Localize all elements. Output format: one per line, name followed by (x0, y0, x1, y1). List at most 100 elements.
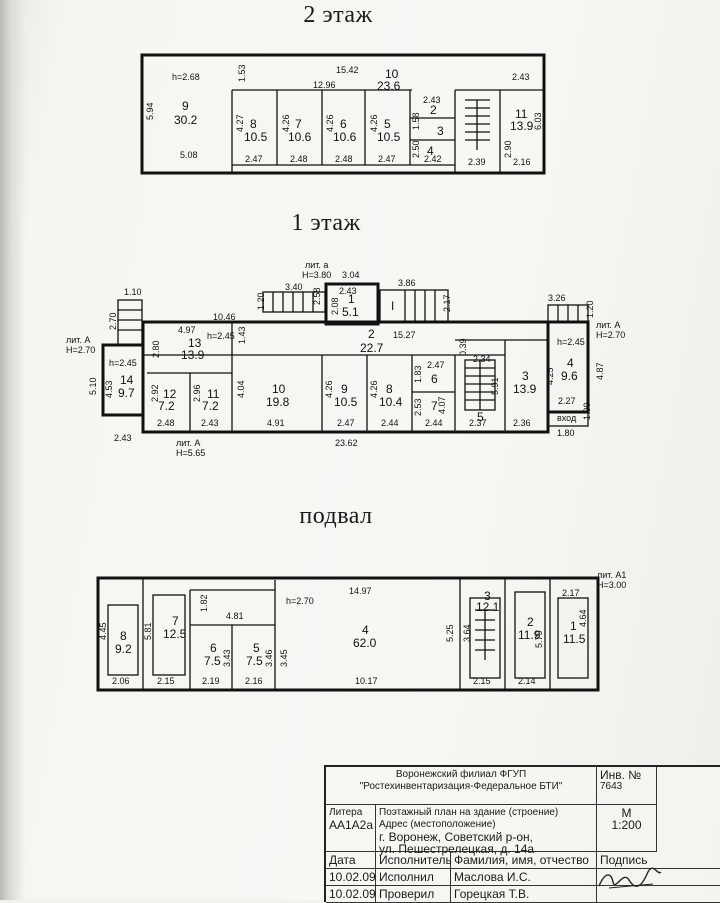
room-number: 9 (182, 99, 189, 113)
room-area: 23.6 (377, 79, 401, 93)
ceiling-height: h=2.68 (172, 72, 200, 82)
inventory-cell: Инв. № 7643 (597, 767, 657, 805)
room-area: 9.7 (118, 386, 135, 400)
height-label: H=3.80 (302, 270, 331, 280)
height-label: H=2.70 (66, 345, 95, 355)
dimension: 2.47 (378, 154, 396, 164)
dimension: 1.82 (199, 594, 209, 612)
ceiling-height: h=2.45 (109, 358, 137, 368)
dimension: 3.43 (222, 649, 232, 667)
dimension: 3.40 (285, 282, 303, 292)
dimension: 0.39 (458, 338, 468, 356)
room-number: 6 (431, 372, 438, 386)
dimension: 2.08 (330, 297, 340, 315)
room-area: 13.9 (181, 348, 205, 362)
room-number: 3 (522, 369, 529, 383)
inventory-number: 7643 (600, 781, 623, 792)
dimension: 4.45 (98, 622, 108, 640)
room-number: 4 (362, 623, 369, 637)
dimension: 2.96 (192, 384, 202, 402)
plan-title: Поэтажный план на здание (строение) (379, 807, 559, 818)
dimension: 2.36 (513, 418, 531, 428)
room-area: 62.0 (353, 636, 377, 650)
room-number: 6 (340, 117, 347, 131)
dimension: 2.15 (157, 676, 175, 686)
dimension: 2.53 (413, 398, 423, 416)
dimension: 4.25 (545, 367, 555, 385)
room-area: 12.1 (476, 600, 500, 614)
page-edge-shadow (0, 0, 26, 900)
dimension: 15.42 (336, 65, 359, 75)
dimension: 2.34 (473, 354, 491, 364)
row-date: 10.02.09 (326, 886, 376, 903)
room-number: 5 (477, 410, 484, 424)
dimension: 4.26 (281, 114, 291, 132)
dimension: 4.26 (324, 380, 334, 398)
litera-label: лит. А (176, 438, 200, 448)
dimension: 4.07 (437, 396, 447, 414)
dimension: 2.92 (150, 384, 160, 402)
room-area: 9.2 (115, 642, 132, 656)
room-area: 12.5 (163, 627, 187, 641)
room-number: 13 (188, 336, 202, 350)
room-number: 3 (484, 589, 491, 603)
room-area: 10.4 (379, 395, 403, 409)
room-number: 11 (207, 387, 220, 401)
room-number: 8 (386, 382, 393, 396)
second-floor-plan: 9 30.2 8 10.5 7 10.6 6 10.6 5 10.5 10 23… (140, 53, 546, 175)
room-number: 11 (515, 107, 528, 121)
room-area: 7.5 (246, 654, 263, 668)
dimension: 1.10 (124, 287, 142, 297)
room-area: 9.6 (561, 369, 578, 383)
entrance-label: вход (557, 413, 577, 423)
floor-title-first: 1 этаж (291, 210, 361, 236)
dimension: 2.80 (151, 340, 161, 358)
dimension: 4.64 (578, 609, 588, 627)
address-line-2: ул. Пешестрелецкая, д. 14а (379, 842, 535, 856)
room-area: 13.9 (510, 119, 534, 133)
room-area: 13.9 (513, 382, 537, 396)
room-number: 12 (163, 387, 177, 401)
row-role: Исполнил (376, 869, 451, 886)
dimension: 2.16 (245, 676, 263, 686)
dimension: 5.94 (145, 102, 155, 120)
dimension: 4.26 (369, 114, 379, 132)
dimension: 2.43 (114, 433, 132, 443)
dimension: 2.43 (512, 72, 530, 82)
room-number: 2 (368, 327, 375, 341)
dimension: 15.27 (393, 330, 416, 340)
room-area: 10.5 (244, 130, 268, 144)
title-block: Воронежский филиал ФГУП "Ростехинвентари… (324, 765, 720, 903)
dimension: 3.46 (264, 649, 274, 667)
litera-label: лит. А1 (597, 570, 626, 580)
litera-label: лит. А (66, 335, 90, 345)
height-label: H=5.65 (176, 448, 205, 458)
dimension: 2.42 (424, 154, 442, 164)
dimension: 2.47 (245, 154, 263, 164)
scale-cell: М 1:200 (597, 805, 657, 852)
dimension: 2.06 (112, 676, 130, 686)
litera-label: лит. А (596, 320, 620, 330)
room-area: 5.1 (342, 305, 359, 319)
first-floor-plan: 1 5.1 I 2 22.7 13 13.9 14 9.7 12 7.2 11 … (66, 260, 625, 458)
dimension: 3.86 (398, 278, 416, 288)
dimension: 10.17 (355, 676, 378, 686)
room-area: 7.2 (202, 399, 219, 413)
dimension: 2.17 (562, 588, 580, 598)
dimension: 2.70 (108, 312, 118, 330)
dimension: 2.90 (503, 140, 513, 158)
dimension: 4.87 (595, 362, 605, 380)
organization-line-1: Воронежский филиал ФГУП (395, 769, 527, 780)
litera-value: АА1А2а (329, 818, 374, 832)
room-area: 11.9 (518, 628, 541, 642)
dimension: 2.50 (411, 140, 421, 158)
scale-value: 1:200 (611, 818, 642, 832)
dimension: 1.53 (237, 64, 247, 82)
room-number: 7 (172, 614, 179, 628)
room-number: 1 (570, 619, 577, 633)
address-line-1: г. Воронеж, Советский р-он, (379, 830, 533, 844)
dimension: 2.16 (513, 157, 531, 167)
litera-cell: Литера АА1А2а (326, 805, 376, 852)
room-number: 14 (120, 373, 134, 387)
